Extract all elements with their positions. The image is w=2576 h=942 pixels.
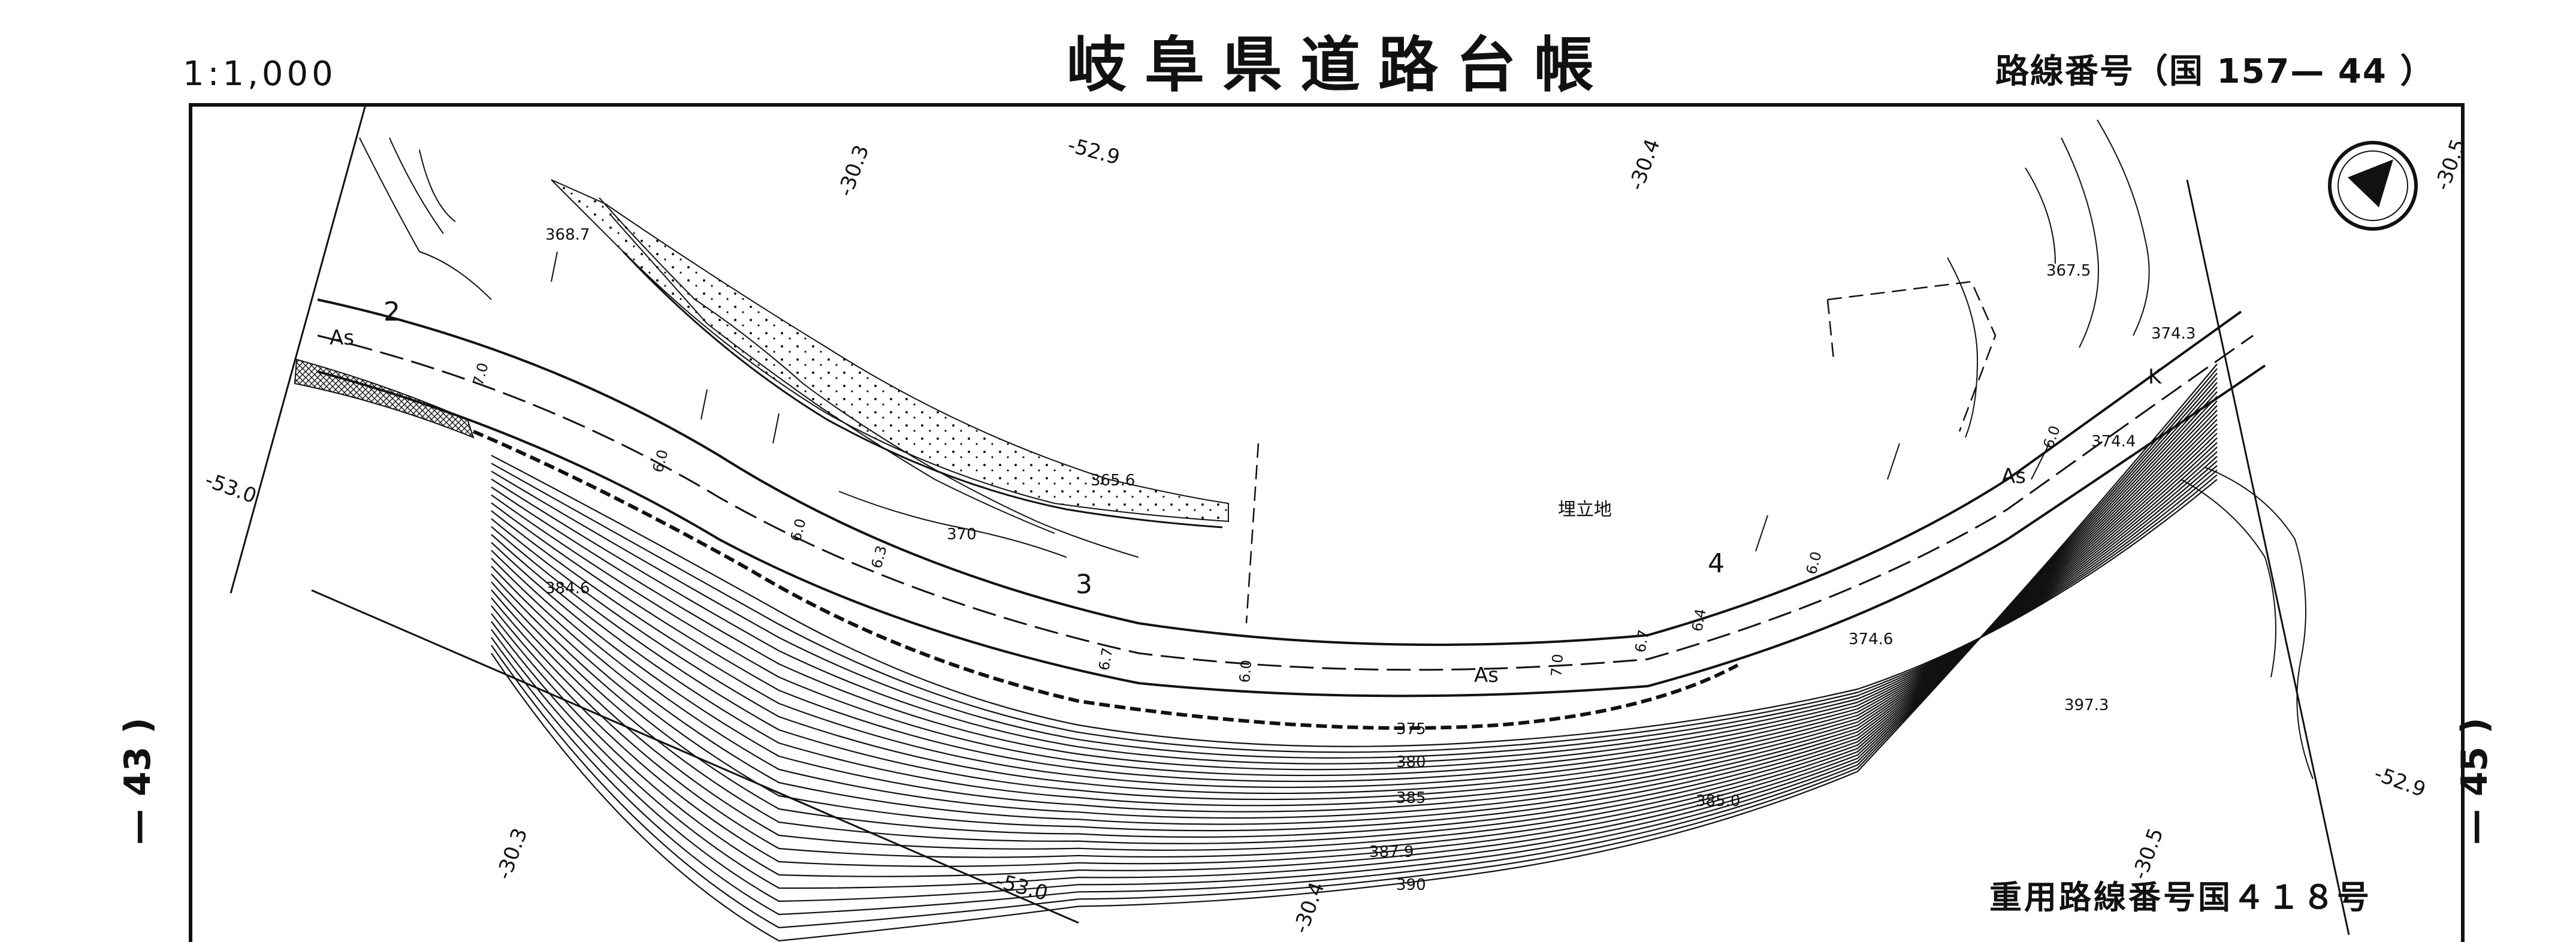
contour-line [491, 455, 2218, 747]
retaining-wall-hatch [294, 358, 475, 439]
section-number: 3 [1076, 569, 1092, 600]
spot-height: 387.9 [1369, 843, 1414, 861]
contour-line [491, 446, 2218, 788]
spot-height: 397.3 [2064, 696, 2109, 714]
map-frame [189, 103, 2465, 942]
width-label: 6.0 [650, 448, 672, 474]
width-label: 6.3 [868, 544, 890, 570]
grid-ref: -52.9 [1065, 133, 1122, 170]
map-title: 岐阜県道路台帳 [1067, 29, 1612, 100]
contour-label: 380 [1396, 753, 1426, 771]
embankment-edge [622, 250, 1223, 529]
spot-height: 374.4 [2091, 433, 2136, 451]
contour-line [491, 405, 2218, 844]
north-hill-contours [359, 119, 2314, 780]
gravel-embankment [551, 179, 1229, 523]
grid-ref: -30.3 [833, 142, 874, 200]
grid-ref: -30.4 [1289, 879, 1330, 937]
pavement-label: As [330, 326, 354, 350]
grid-ref: -30.5 [2430, 136, 2471, 194]
spot-height: 385.0 [1696, 792, 1740, 810]
guardrail [472, 430, 1739, 730]
contour-line [491, 391, 2218, 867]
contour-lines [491, 363, 2218, 942]
grid-ref: -30.4 [1624, 136, 1665, 194]
secondary-route-number: 重用路線番号国４１８号 [1989, 878, 2372, 916]
contour-line [491, 437, 2218, 801]
width-label: 6.0 [1236, 659, 1255, 683]
width-label: 6.0 [1803, 550, 1825, 576]
spot-height: 368.7 [545, 226, 590, 244]
contour-line [491, 469, 2218, 759]
section-number: 2 [383, 297, 400, 327]
pavement-label: As [2001, 464, 2026, 488]
contour-line [491, 409, 2218, 838]
contour-line [491, 465, 2218, 765]
road-ticks [551, 251, 2050, 552]
grid-ref: -52.9 [2371, 762, 2429, 802]
width-label: 7.0 [470, 361, 492, 387]
contour-line [491, 414, 2218, 832]
width-label: 6.7 [1095, 647, 1116, 672]
spot-height: 365.6 [1091, 472, 1135, 490]
contour-line [491, 428, 2218, 813]
contour-line [491, 451, 2218, 783]
width-label: 6.7 [1632, 629, 1652, 654]
spot-height: 367.5 [2046, 262, 2091, 280]
grid-ref: -30.3 [492, 825, 533, 883]
contour-line [491, 400, 2218, 851]
contour-label: 370 [947, 526, 977, 544]
grid-ref: -53.0 [993, 869, 1050, 905]
contour-line [491, 395, 2218, 858]
pavement-label: K [2148, 365, 2163, 389]
grid-ref: -53.0 [202, 468, 259, 509]
contour-label: 390 [1396, 876, 1426, 894]
area-label: 埋立地 [1558, 499, 1612, 520]
grid-ref: -30.5 [2128, 825, 2169, 883]
contour-line [491, 419, 2218, 825]
spot-height: 374.6 [1849, 630, 1893, 648]
contour-line [491, 442, 2218, 795]
contour-line [491, 377, 2218, 902]
contour-line [491, 460, 2218, 771]
width-label: 6.4 [1689, 608, 1709, 633]
contour-line [491, 455, 2218, 777]
map-scale: 1:1,000 [183, 55, 337, 93]
contour-line [491, 363, 2218, 942]
pavement-label: As [1474, 663, 1499, 687]
contour-line [491, 423, 2218, 819]
north-arrow-icon [2328, 141, 2418, 231]
width-label: 6.0 [2040, 424, 2063, 451]
contour-line [491, 433, 2218, 807]
contour-label: 385 [1396, 789, 1426, 807]
contour-label: 375 [1396, 720, 1426, 738]
spot-height: 374.3 [2151, 325, 2196, 343]
width-label: 7.0 [1548, 653, 1566, 677]
route-number: 路線番号（国 157— 44 ） [1995, 52, 2435, 91]
contour-line [491, 463, 2218, 753]
spot-height: 384.6 [545, 579, 590, 597]
section-number: 4 [1708, 548, 1725, 579]
road-157 [317, 298, 2266, 698]
width-label: 6.0 [787, 517, 810, 543]
landfill-boundary [1245, 280, 1997, 624]
